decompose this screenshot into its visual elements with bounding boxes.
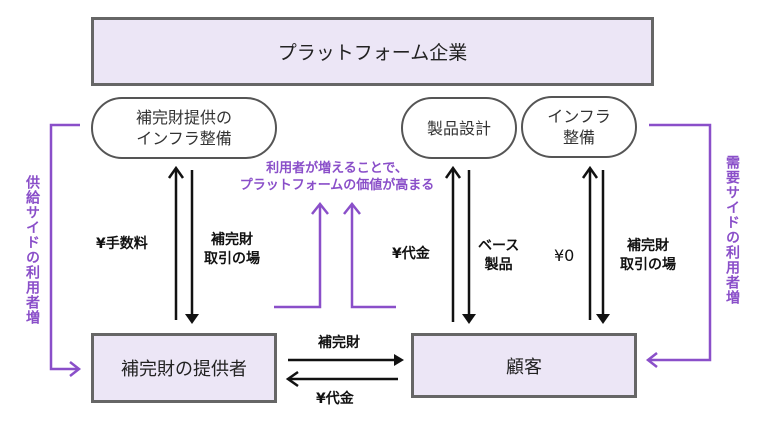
price-flow-label: ¥代金 — [316, 391, 354, 407]
complement-place-left-line2: 取引の場 — [204, 251, 260, 267]
base-product-label: ベース 製品 — [478, 237, 519, 275]
network-effect-arrows — [274, 201, 396, 309]
base-product-line1: ベース — [478, 238, 520, 254]
arrow-zero-up — [581, 165, 599, 320]
customer-label: 顧客 — [506, 356, 542, 378]
arrow-complement-right — [288, 354, 404, 366]
price-customer-label: ¥代金 — [392, 246, 430, 262]
complement-place-right-line1: 補完財 — [627, 238, 669, 254]
product-design-label: 製品設計 — [426, 118, 491, 138]
arrow-fee-up — [167, 165, 185, 320]
product-design-pill: 製品設計 — [401, 97, 517, 159]
network-effect-line1: 利用者が増えることで、 — [266, 161, 408, 176]
infra-pill: インフラ 整備 — [521, 96, 637, 158]
demand-side-bracket — [645, 123, 712, 368]
complement-flow-label: 補完財 — [318, 335, 360, 351]
base-product-line2: 製品 — [484, 257, 513, 273]
infra-line1: インフラ — [547, 107, 611, 126]
complement-provider-box: 補完財の提供者 — [91, 333, 277, 403]
supply-side-label: 供給サイドの利用者増 — [24, 175, 40, 325]
network-effect-text: 利用者が増えることで、 プラットフォームの価値が高まる — [232, 160, 442, 194]
fee-label: ¥手数料 — [96, 236, 148, 252]
arrow-price-left — [285, 370, 398, 388]
complement-place-right-line2: 取引の場 — [620, 257, 676, 273]
platform-company-box: プラットフォーム企業 — [91, 17, 654, 86]
supply-infra-pill: 補完財提供の インフラ整備 — [91, 97, 277, 159]
complement-provider-label: 補完財の提供者 — [121, 359, 247, 380]
arrow-base-product-down — [462, 170, 476, 324]
complement-place-right-label: 補完財 取引の場 — [620, 237, 676, 275]
complement-place-left-label: 補完財 取引の場 — [204, 231, 260, 269]
supply-infra-line2: インフラ整備 — [136, 129, 232, 148]
platform-company-label: プラットフォーム企業 — [277, 42, 468, 64]
demand-side-label: 需要サイドの利用者増 — [724, 155, 740, 305]
supply-side-bracket — [49, 123, 82, 377]
complement-place-left-line1: 補完財 — [211, 232, 253, 248]
customer-box: 顧客 — [411, 333, 637, 398]
network-effect-line2: プラットフォームの価値が高まる — [239, 178, 435, 193]
infra-line2: 整備 — [562, 128, 595, 147]
arrow-complement-place-right-down — [596, 170, 610, 324]
zero-price-label: ¥0 — [554, 246, 575, 265]
arrow-price-up — [444, 165, 462, 322]
supply-infra-line1: 補完財提供の — [135, 108, 232, 127]
arrow-complement-place-down — [185, 170, 199, 324]
